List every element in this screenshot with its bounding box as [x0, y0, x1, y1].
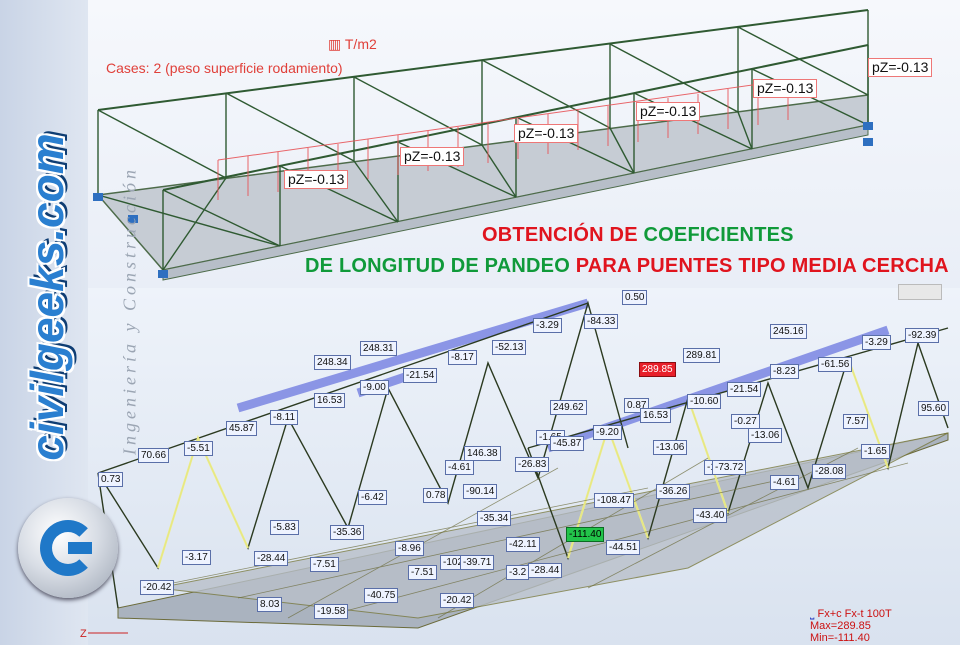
force-value-label: 249.62 [550, 400, 587, 415]
force-value-label: -20.42 [440, 593, 475, 608]
force-value-label: -13.06 [653, 440, 688, 455]
force-value-label: -44.51 [606, 540, 641, 555]
top-load-view: ▥ T/m2 Cases: 2 (peso superficie rodamie… [88, 0, 960, 288]
force-value-label: -10.60 [687, 394, 722, 409]
brand-logo-text: civilgeeks.com [21, 133, 73, 461]
force-value-label: -0.27 [731, 414, 760, 429]
title-part: DE LONGITUD DE PANDEO [305, 255, 576, 277]
force-value-label: 248.34 [314, 355, 351, 370]
force-value-label: 146.38 [464, 446, 501, 461]
toolbar-fragment [898, 284, 942, 300]
force-value-label: -19.58 [314, 604, 349, 619]
units-text: T/m2 [344, 36, 377, 52]
cases-label: Cases: 2 (peso superficie rodamiento) [106, 60, 343, 76]
axis-z-label: Z [80, 628, 87, 640]
legend-series: ⎵ Fx+c Fx-t 100T [810, 608, 892, 620]
max-force-label: 289.85 [639, 362, 676, 377]
force-value-label: -35.36 [330, 525, 365, 540]
force-value-label: 289.81 [683, 348, 720, 363]
top-truss-drawing [93, 9, 873, 281]
force-value-label: -42.11 [506, 537, 540, 552]
force-value-label: -1.65 [861, 444, 890, 459]
load-icon: ▥ [328, 36, 345, 52]
force-value-label: -90.14 [463, 484, 498, 499]
force-value-label: -108.47 [594, 493, 634, 508]
force-value-label: 0.78 [423, 488, 449, 503]
force-value-label: 248.31 [360, 341, 397, 356]
force-value-label: 8.03 [257, 597, 283, 612]
title-part: OBTENCIÓN DE [482, 224, 644, 246]
pz-label: pZ=-0.13 [636, 102, 701, 121]
force-value-label: -3.29 [862, 335, 891, 350]
force-value-label: -21.54 [403, 368, 438, 383]
force-value-label: -35.34 [477, 511, 512, 526]
force-value-label: -3.17 [182, 550, 211, 565]
force-value-label: -45.87 [550, 436, 585, 451]
force-value-label: -5.83 [270, 520, 299, 535]
force-value-label: -4.61 [445, 460, 474, 475]
legend-swatch-icon: ⎵ [810, 608, 818, 620]
force-value-label: 16.53 [640, 408, 672, 423]
pz-label: pZ=-0.13 [514, 124, 579, 143]
pz-label: pZ=-0.13 [284, 170, 349, 189]
force-value-label: 0.50 [622, 290, 648, 305]
force-value-label: -7.51 [408, 565, 437, 580]
min-force-label: -111.40 [566, 527, 605, 542]
force-value-label: 16.53 [314, 393, 346, 408]
force-value-label: -39.71 [460, 555, 495, 570]
force-value-label: -21.54 [727, 382, 762, 397]
force-value-label: 7.57 [843, 414, 869, 429]
force-value-label: -40.75 [364, 588, 399, 603]
force-value-label: -8.17 [448, 350, 477, 365]
force-value-label: -6.42 [358, 490, 387, 505]
brand-logo-icon [18, 498, 118, 598]
force-value-label: -28.08 [812, 464, 847, 479]
force-value-label: -5.51 [184, 441, 213, 456]
force-value-label: -13.06 [748, 428, 783, 443]
force-value-label: -8.11 [270, 410, 299, 425]
force-value-label: 95.60 [918, 401, 950, 416]
force-value-label: -28.44 [528, 563, 563, 578]
force-value-label: -28.44 [254, 551, 289, 566]
force-value-label: -8.96 [395, 541, 424, 556]
legend-max: Max=289.85 [810, 620, 871, 632]
legend-label: Fx+c Fx-t 100T [817, 608, 892, 620]
force-value-label: -84.33 [584, 314, 619, 329]
legend: ⎵ Fx+c Fx-t 100T Max=289.85 Min=-111.40 [810, 608, 892, 644]
brand-tagline: Ingeniería y Construcción [119, 166, 140, 455]
force-value-label: -20.42 [140, 580, 175, 595]
title-part: PARA PUENTES TIPO MEDIA CERCHA [575, 255, 949, 277]
force-value-label: -3.2 [506, 565, 530, 580]
force-value-label: -61.56 [818, 357, 853, 372]
force-value-label: -36.26 [656, 484, 691, 499]
force-value-label: -9.20 [593, 425, 622, 440]
force-value-label: -3.29 [533, 318, 562, 333]
force-value-label: -73.72 [712, 460, 747, 475]
pz-label: pZ=-0.13 [753, 79, 818, 98]
pz-label: pZ=-0.13 [400, 147, 465, 166]
force-value-label: -9.00 [360, 380, 389, 395]
title-line-2: DE LONGITUD DE PANDEO PARA PUENTES TIPO … [305, 255, 949, 278]
force-value-label: -7.51 [310, 557, 339, 572]
pz-label: pZ=-0.13 [868, 58, 933, 77]
force-value-label: 245.16 [770, 324, 807, 339]
force-value-label: -43.40 [693, 508, 728, 523]
force-value-label: -26.83 [515, 457, 550, 472]
title-line-1: OBTENCIÓN DE COEFICIENTES [482, 224, 794, 247]
force-value-label: -52.13 [492, 340, 527, 355]
force-value-label: -8.23 [770, 364, 799, 379]
legend-min: Min=-111.40 [810, 632, 870, 644]
force-value-label: -92.39 [905, 328, 940, 343]
force-value-label: 70.66 [138, 448, 170, 463]
force-value-label: 45.87 [226, 421, 258, 436]
force-value-label: 0.73 [98, 472, 124, 487]
title-part: COEFICIENTES [643, 224, 794, 246]
force-value-label: -4.61 [770, 475, 799, 490]
units-label: ▥ T/m2 [328, 36, 377, 53]
